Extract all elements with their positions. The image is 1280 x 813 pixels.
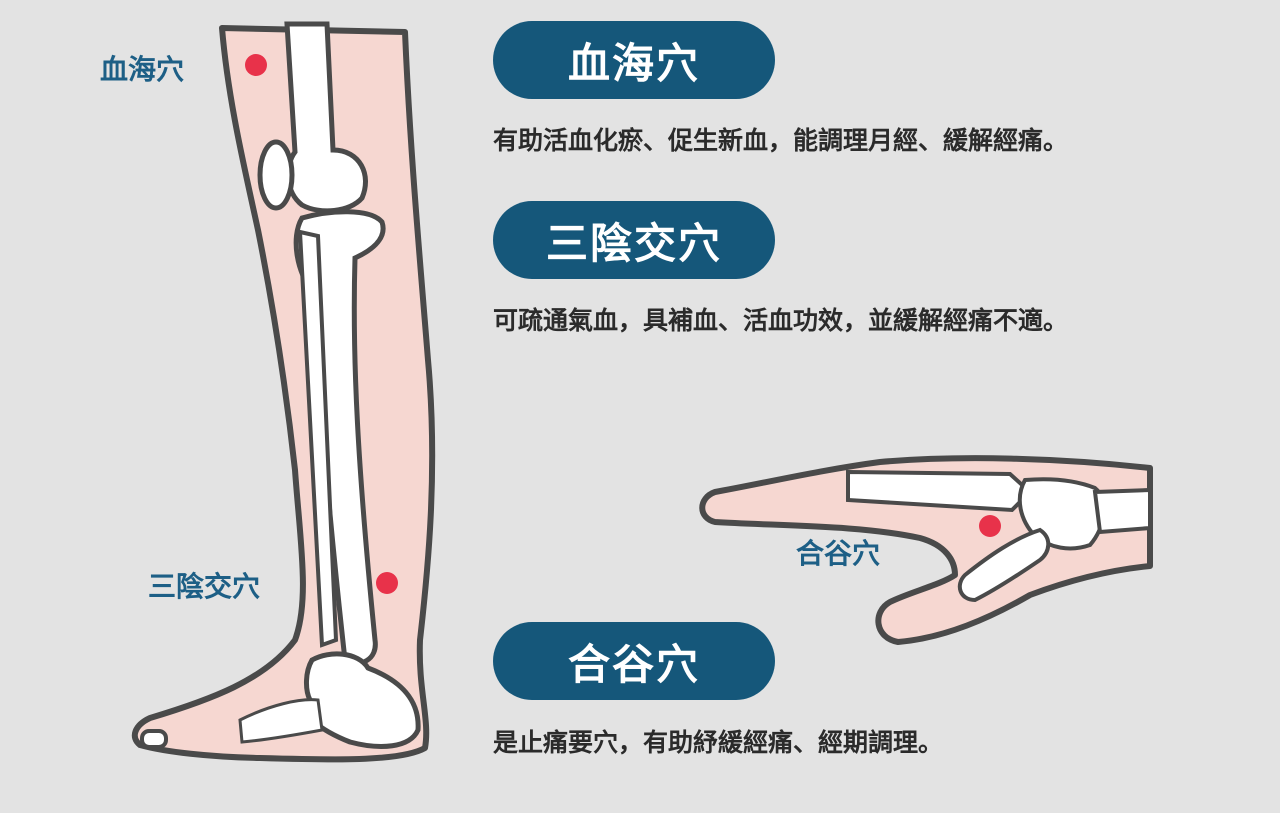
hegu-hand-label: 合谷穴 [796, 537, 881, 570]
sanyinjiao-title: 三陰交穴 [493, 201, 775, 279]
xuehai-title: 血海穴 [493, 21, 775, 99]
patella-bone [257, 139, 295, 211]
wrist-bone [1092, 487, 1152, 535]
hegu-description: 是止痛要穴，有助紓緩經痛、經期調理。 [493, 728, 944, 757]
hegu-title: 合谷穴 [493, 622, 775, 700]
fibula-bone [297, 229, 339, 648]
sanyinjiao-point [376, 572, 398, 594]
sanyinjiao-description: 可疏通氣血，具補血、活血功效，並緩解經痛不適。 [493, 306, 1069, 335]
hand-illustration [699, 455, 1153, 645]
leg-illustration [131, 21, 436, 763]
foot-bone [238, 698, 324, 744]
xuehai-description: 有助活血化瘀、促生新血，能調理月經、緩解經痛。 [493, 126, 1069, 155]
sanyinjiao-leg-label: 三陰交穴 [148, 570, 261, 603]
xuehai-point [245, 54, 267, 76]
thumb-bone [957, 527, 1051, 603]
leg-skin [131, 25, 436, 763]
hegu-point [979, 515, 1001, 537]
xuehai-leg-label: 血海穴 [100, 53, 185, 86]
toenail [140, 729, 168, 749]
